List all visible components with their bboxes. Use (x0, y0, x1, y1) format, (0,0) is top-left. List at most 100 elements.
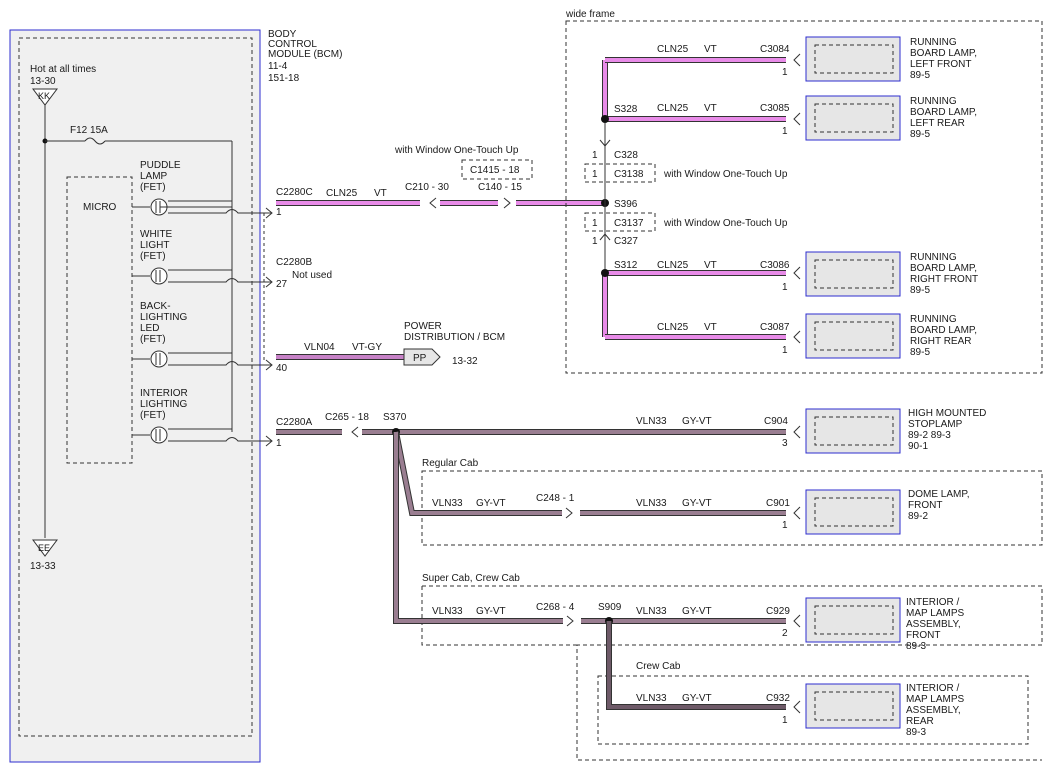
fet-backlighting-label: BACK- LIGHTING LED (FET) (140, 301, 190, 345)
power-dist-label: POWER DISTRIBUTION / BCM (404, 321, 505, 343)
c210-label: C210 - 30 (405, 182, 449, 193)
c327-pin: 1 (592, 236, 598, 247)
lamp-right-front[interactable]: CLN25 VT C3086 1 RUNNING BOARD LAMP, RIG… (657, 251, 981, 297)
c328-pin: 1 (592, 150, 598, 161)
load-dome-front[interactable]: VLN33 GY-VT VLN33 GY-VT C901 1 DOME LAMP… (432, 489, 972, 535)
hot-ref: 13-30 (30, 76, 56, 87)
interior-rear-box (805, 683, 901, 729)
wire-c929[interactable] (394, 432, 786, 623)
c140-label: C140 - 15 (478, 182, 522, 193)
fet-puddle-output (168, 209, 272, 214)
c3086-color: VT (704, 260, 717, 271)
c901-circuit: VLN33 (636, 498, 667, 509)
fet-backlighting-icon (150, 350, 168, 368)
c3084-color: VT (704, 44, 717, 55)
pp-ref: 13-32 (452, 356, 478, 367)
s370-label: S370 (383, 412, 407, 423)
with-window-c3138: with Window One-Touch Up (663, 169, 788, 180)
c3085-label: C3085 (760, 103, 790, 114)
lamp-right-rear-box (805, 313, 901, 359)
c3085-color: VT (704, 103, 717, 114)
c929-color: GY-VT (682, 606, 712, 617)
with-window-top-label: with Window One-Touch Up (394, 145, 519, 156)
fet-white-output (168, 278, 272, 283)
c904-color: GY-VT (682, 416, 712, 427)
pin40-label: 40 (276, 363, 288, 374)
crew-cab-label: Crew Cab (636, 661, 681, 672)
c1415-label: C1415 - 18 (470, 165, 520, 176)
ee-label: EE (38, 543, 50, 553)
s312-splice (601, 269, 609, 277)
fuse-f12-icon (84, 137, 106, 145)
lamp-left-rear[interactable]: CLN25 VT C3085 1 RUNNING BOARD LAMP, LEF… (657, 95, 980, 141)
c929-circuit-a: VLN33 (432, 606, 463, 617)
c265-connector-icon (351, 426, 359, 438)
c3084-pin: 1 (782, 67, 788, 78)
crew-cab-frame (597, 675, 1029, 745)
c3084-label: C3084 (760, 44, 790, 55)
vln04-color: VT-GY (352, 342, 382, 353)
load-interior-rear[interactable]: VLN33 GY-VT C932 1 INTERIOR / MAP LAMPS … (636, 683, 967, 738)
c3085-pin: 1 (782, 126, 788, 137)
c932-circuit: VLN33 (636, 693, 667, 704)
bcm-module[interactable] (9, 29, 261, 763)
c3087-pin: 1 (782, 345, 788, 356)
c265-label: C265 - 18 (325, 412, 369, 423)
stoplamp-box (805, 408, 901, 454)
c901-pin: 1 (782, 520, 788, 531)
load-interior-front[interactable]: VLN33 GY-VT VLN33 GY-VT C929 2 INTERIOR … (432, 597, 967, 652)
not-used-label: Not used (292, 270, 332, 281)
micro-label: MICRO (83, 202, 117, 213)
c3084-circuit: CLN25 (657, 44, 689, 55)
wire-c932[interactable] (607, 621, 786, 709)
c268-label: C268 - 4 (536, 602, 575, 613)
c901-circuit-a: VLN33 (432, 498, 463, 509)
c901-color: GY-VT (682, 498, 712, 509)
cln25-main-circuit: CLN25 (326, 188, 358, 199)
lamp-left-front[interactable]: CLN25 VT C3084 1 RUNNING BOARD LAMP, LEF… (657, 36, 980, 82)
c929-label: C929 (766, 606, 790, 617)
c140-connector-icon (503, 197, 511, 209)
c3086-circuit: CLN25 (657, 260, 689, 271)
c2280b-label: C2280B (276, 257, 312, 268)
c932-label: C932 (766, 693, 790, 704)
lamp-right-rear-label: RUNNING BOARD LAMP, RIGHT REAR 89-5 (910, 314, 980, 358)
lamp-right-rear[interactable]: CLN25 VT C3087 1 RUNNING BOARD LAMP, RIG… (657, 313, 980, 359)
fet-interior-label: INTERIOR LIGHTING (FET) (140, 388, 191, 421)
c901-color-a: GY-VT (476, 498, 506, 509)
bcm-title: BODY CONTROL MODULE (BCM) 11-4 151-18 (268, 29, 345, 84)
kk-label: KK (38, 91, 50, 101)
cln25-main-color: VT (374, 188, 387, 199)
super-cab-label: Super Cab, Crew Cab (422, 573, 520, 584)
c3138-box (584, 163, 656, 183)
c2280c-label: C2280C (276, 187, 313, 198)
wire-c901[interactable] (394, 431, 786, 515)
fet-backlighting-output (168, 361, 272, 366)
c2280c-pin: 1 (276, 207, 282, 218)
fet-puddle-label: PUDDLE LAMP (FET) (140, 160, 183, 193)
regular-cab-label: Regular Cab (422, 458, 479, 469)
interior-front-box (805, 597, 901, 643)
c904-circuit: VLN33 (636, 416, 667, 427)
stoplamp-label: HIGH MOUNTED STOPLAMP 89-2 89-3 90-1 (908, 408, 989, 452)
c3087-color: VT (704, 322, 717, 333)
c929-circuit: VLN33 (636, 606, 667, 617)
c932-color: GY-VT (682, 693, 712, 704)
lamp-right-front-label: RUNNING BOARD LAMP, RIGHT FRONT 89-5 (910, 252, 981, 296)
lamp-right-front-box (805, 251, 901, 297)
lamp-left-front-box (805, 36, 901, 82)
c1415-box (461, 159, 533, 180)
c904-label: C904 (764, 416, 788, 427)
c901-label: C901 (766, 498, 790, 509)
c3138-label: C3138 (614, 169, 644, 180)
interior-rear-label: INTERIOR / MAP LAMPS ASSEMBLY, REAR 89-3 (906, 683, 967, 738)
s312-label: S312 (614, 260, 638, 271)
c2280b-pin: 27 (276, 279, 288, 290)
c328-label: C328 (614, 150, 638, 161)
fet-interior-icon (150, 426, 168, 444)
wide-frame-label: wide frame (565, 9, 615, 20)
with-window-c3137: with Window One-Touch Up (663, 218, 788, 229)
c3137-label: C3137 (614, 218, 644, 229)
pp-connector-icon (403, 348, 441, 366)
load-high-stoplamp[interactable]: VLN33 GY-VT C904 3 HIGH MOUNTED STOPLAMP… (636, 408, 989, 454)
